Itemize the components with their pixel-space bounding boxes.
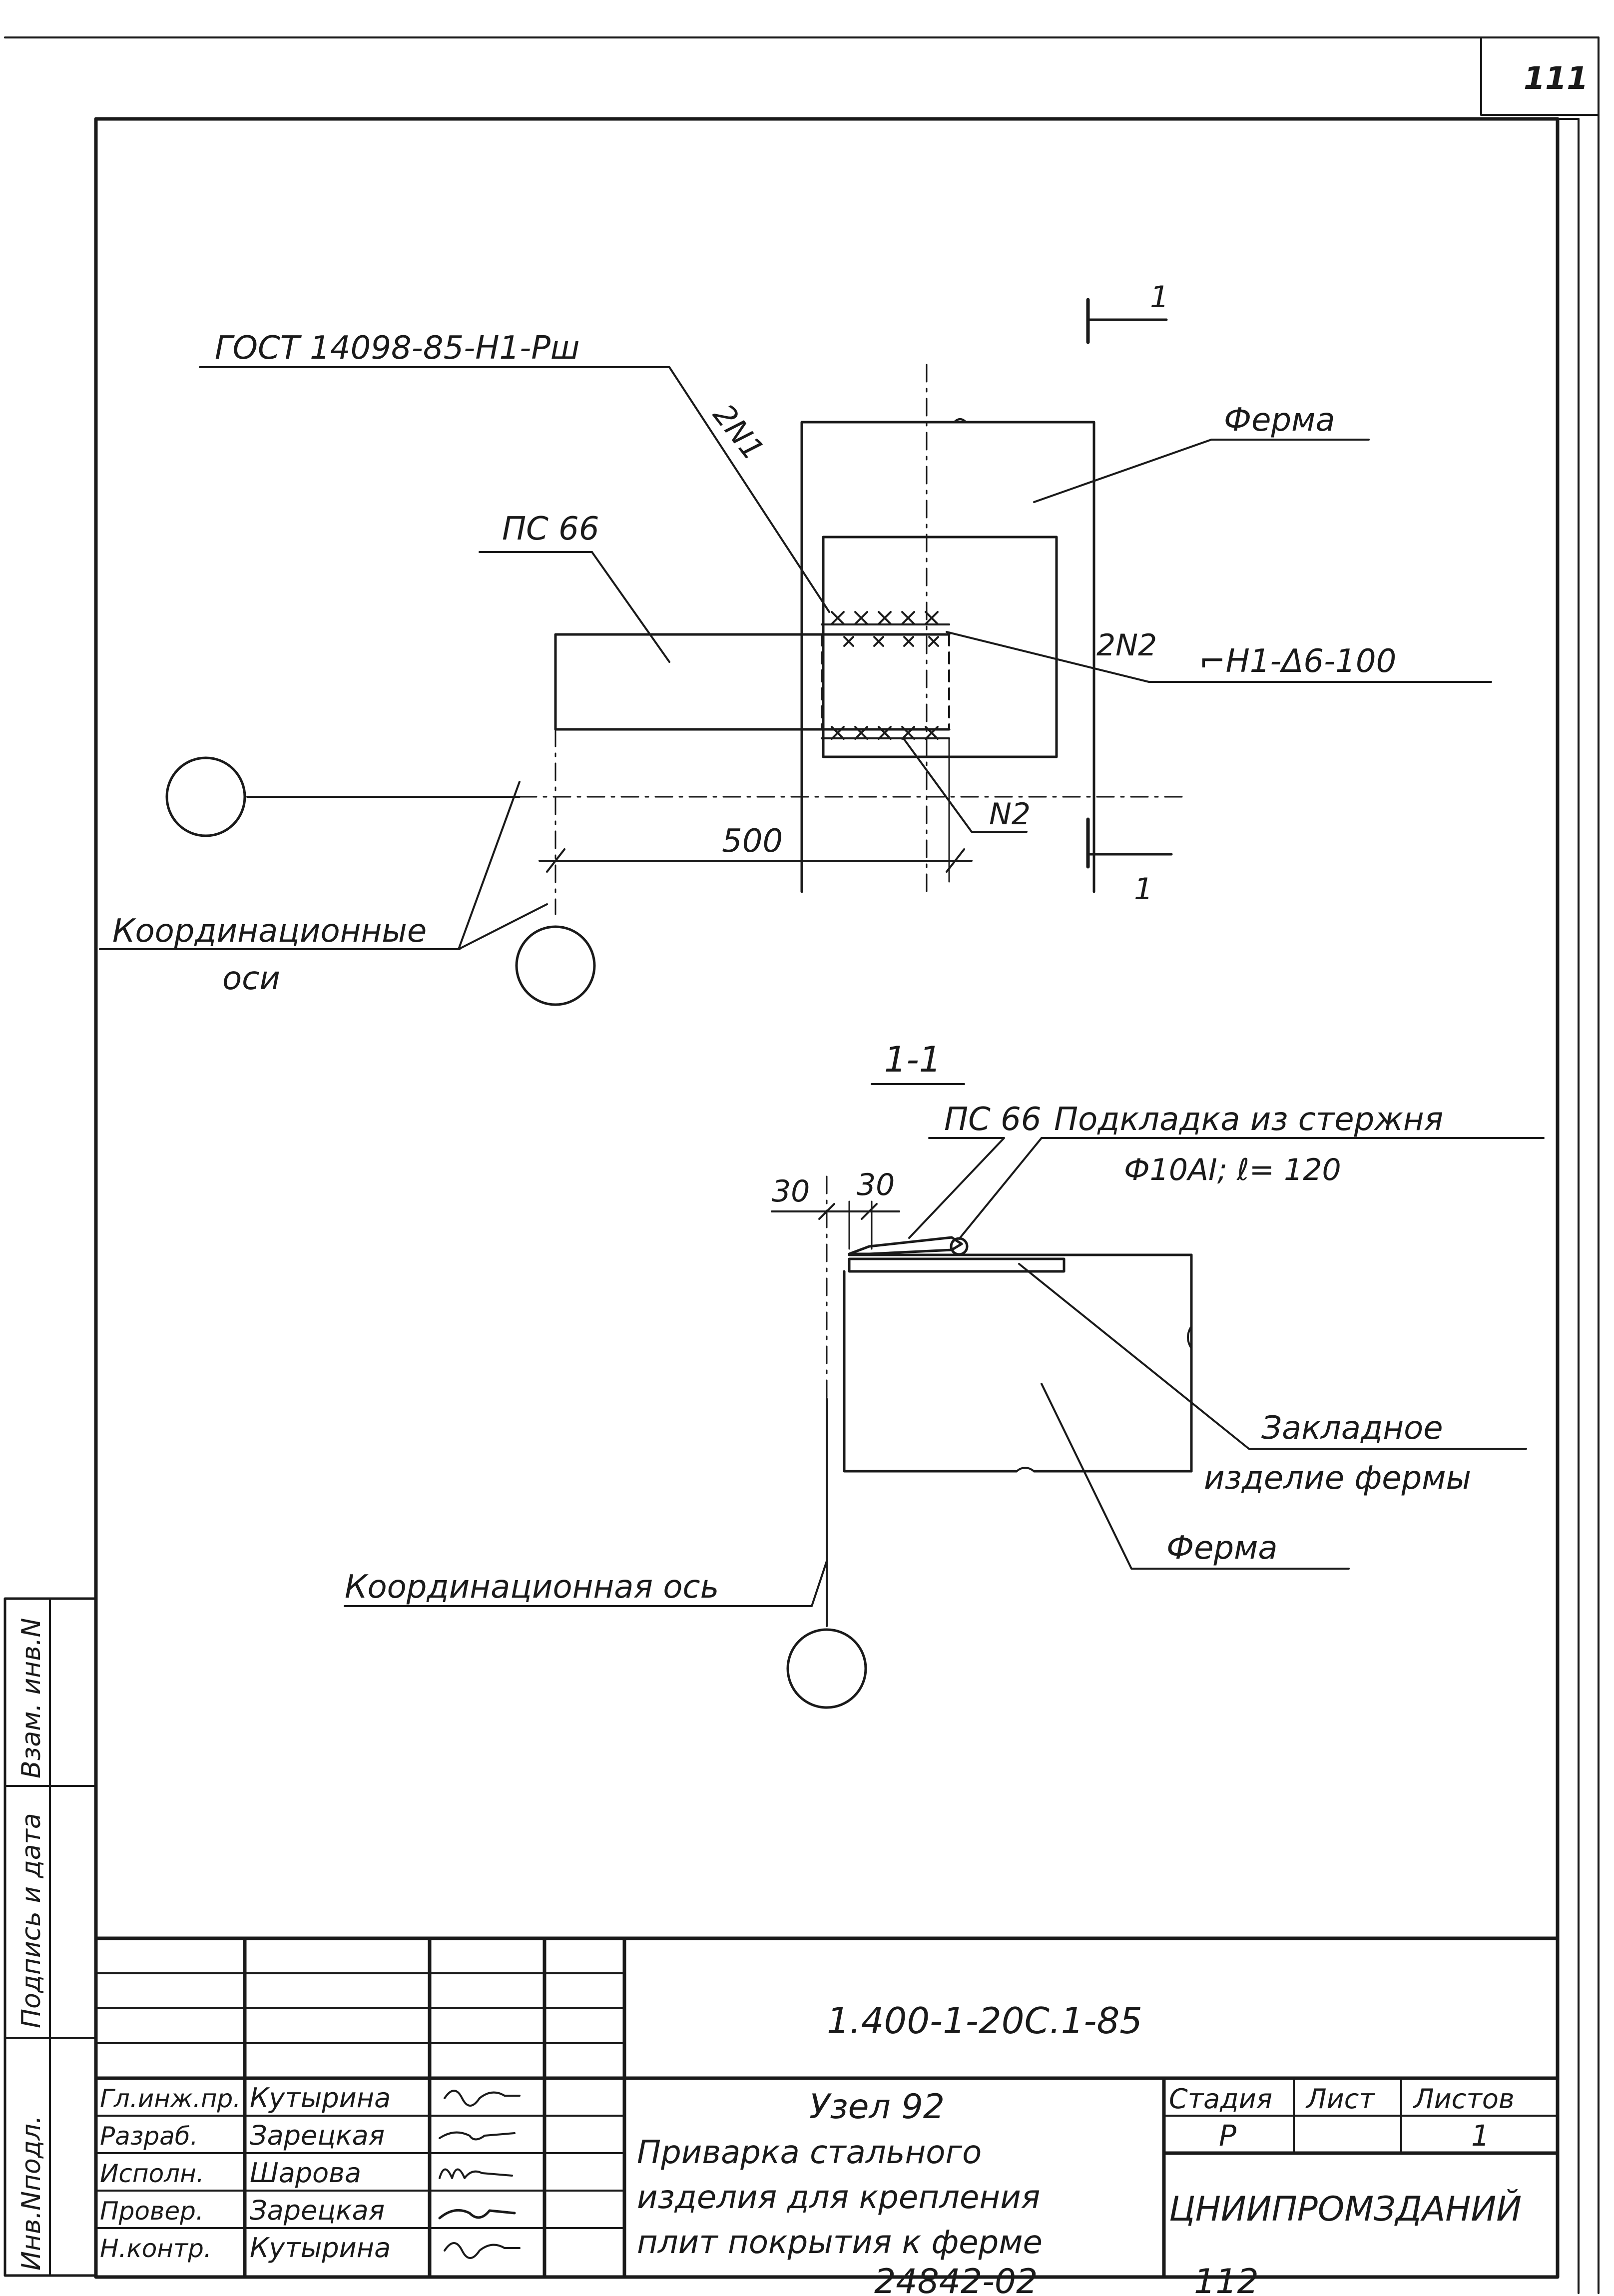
title-block-roles: Гл.инж.пр. Разраб. Исполн. Провер. Н.кон…	[100, 2084, 241, 2263]
stage-value: Р	[1219, 2119, 1236, 2153]
weld-label-2n1: 2N1	[706, 398, 771, 467]
weld-label-2n2: 2N2	[1096, 628, 1157, 663]
side-stamp-vzam-inv: Взам. инв.N	[16, 1618, 46, 1778]
pad-label-line1: Подкладка из стержня	[1054, 1101, 1443, 1138]
axes-label-line1: Координационные	[112, 913, 427, 950]
weld-marks-bottom	[831, 726, 939, 740]
document-code: 1.400-1-20С.1-85	[827, 2000, 1142, 2042]
side-stamp-inv-podl: Инв.Nподл.	[16, 2115, 46, 2271]
signature-2	[439, 2131, 516, 2141]
name-row-2: Зарецкая	[250, 2120, 385, 2151]
sheets-value: 1	[1471, 2119, 1490, 2153]
role-chief-engineer: Гл.инж.пр.	[100, 2084, 241, 2113]
role-norm-control: Н.контр.	[100, 2234, 212, 2263]
side-stamp-signature-date: Подпись и дата	[16, 1813, 46, 2028]
section-mark-top: 1	[1150, 280, 1169, 315]
role-developer: Разраб.	[100, 2122, 198, 2151]
title-block-signatures	[438, 2090, 521, 2259]
inventory-number: 24842-02	[874, 2262, 1038, 2296]
sheet-frame	[4, 36, 1600, 2294]
name-row-4: Зарецкая	[250, 2195, 385, 2226]
role-executor: Исполн.	[100, 2159, 204, 2188]
name-row-1: Кутырина	[250, 2082, 391, 2114]
description-line-1: Приварка стального	[637, 2134, 982, 2171]
role-checker: Провер.	[100, 2197, 204, 2226]
dim-30-right: 30	[857, 1167, 895, 1202]
signature-3	[439, 2168, 513, 2179]
node-title: Узел 92	[809, 2087, 945, 2127]
embedded-label-line1: Закладное	[1261, 1410, 1443, 1447]
stage-header: Стадия	[1169, 2083, 1272, 2115]
section-mark-bottom: 1	[1134, 872, 1153, 907]
axes-label-line2: оси	[222, 960, 280, 997]
signature-5	[444, 2242, 521, 2259]
section-title: 1-1	[884, 1039, 941, 1080]
gost-label: ГОСТ 14098-85-Н1-Рш	[215, 330, 579, 367]
axis-label-section: Координационная ось	[345, 1569, 719, 1606]
dim-30-left: 30	[772, 1174, 810, 1209]
pad-label-line2: Ф10АI; ℓ= 120	[1124, 1152, 1341, 1187]
dimension-500: 500	[722, 823, 783, 860]
weld-spec: ⌐Н1-Δ6-100	[1199, 643, 1396, 680]
sheets-header: Листов	[1413, 2083, 1515, 2115]
organization: ЦНИИПРОМЗДАНИЙ	[1169, 2189, 1522, 2229]
section-view	[344, 1083, 1545, 1709]
sheet-header: Лист	[1305, 2083, 1375, 2115]
copy-number: 112	[1194, 2262, 1259, 2296]
weld-label-n2: N2	[989, 797, 1031, 832]
page-number: 111	[1524, 60, 1588, 96]
signature-1	[444, 2090, 521, 2107]
title-block-names: Кутырина Зарецкая Шарова Зарецкая Кутыри…	[250, 2082, 391, 2264]
name-row-3: Шарова	[250, 2157, 361, 2189]
weld-marks-top	[831, 611, 939, 647]
embedded-label-line2: изделие фермы	[1204, 1460, 1471, 1497]
section-plate-label: ПС 66	[944, 1101, 1042, 1138]
title-block-grid	[94, 1936, 1560, 2279]
signature-4	[438, 2209, 516, 2220]
name-row-5: Кутырина	[250, 2232, 391, 2264]
section-truss-label: Ферма	[1166, 1530, 1278, 1567]
plan-view	[99, 298, 1492, 1006]
description-line-3: плит покрытия к ферме	[637, 2224, 1043, 2261]
truss-label-plan: Ферма	[1224, 402, 1335, 439]
plate-label: ПС 66	[502, 511, 599, 548]
description-line-2: изделия для крепления	[637, 2179, 1040, 2216]
